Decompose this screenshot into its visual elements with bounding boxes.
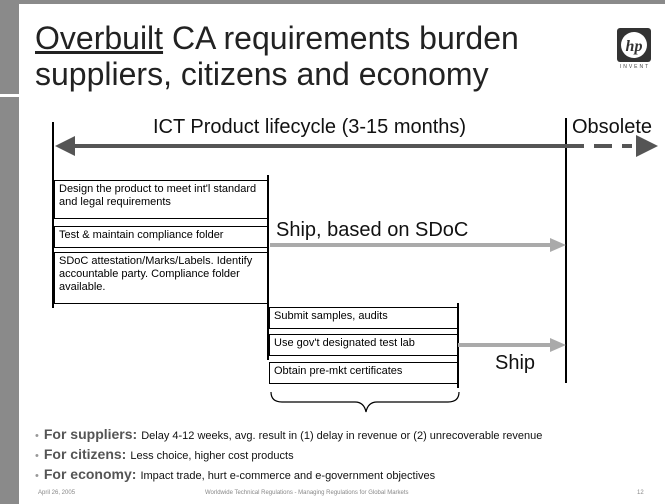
- mid-box-submit: Submit samples, audits: [269, 307, 458, 329]
- mid-box-testlab: Use gov't designated test lab: [269, 334, 458, 356]
- logo-tagline: INVENT: [619, 64, 651, 70]
- left-box-test: Test & maintain compliance folder: [54, 226, 268, 248]
- title-underlined-word: Overbuilt: [35, 20, 164, 56]
- top-border: [19, 0, 665, 4]
- mid-box-certificates: Obtain pre-mkt certificates: [269, 362, 458, 384]
- bullet-citizens: • For citizens:Less choice, higher cost p…: [35, 446, 294, 462]
- ship-sdoc-label: Ship, based on SDoC: [276, 219, 469, 241]
- brace-shape: [270, 391, 460, 413]
- bullet-label: For economy:: [43, 466, 137, 482]
- ship-arrow-head: [550, 338, 566, 352]
- bullet-dot: •: [35, 450, 39, 462]
- ship-label: Ship: [495, 352, 536, 374]
- sidebar-stripe: [0, 94, 19, 97]
- slide-title: Overbuilt CA requirements burden supplie…: [35, 20, 575, 92]
- bullet-dot: •: [35, 470, 39, 482]
- bullet-text: Impact trade, hurt e-commerce and e-gove…: [140, 470, 436, 482]
- bullet-dot: •: [35, 430, 39, 442]
- footer-title: Worldwide Technical Regulations - Managi…: [205, 490, 409, 496]
- svg-text:hp: hp: [626, 38, 643, 55]
- bullet-suppliers: • For suppliers:Delay 4-12 weeks, avg. re…: [35, 426, 542, 442]
- lifecycle-arrow-left-head: [55, 136, 75, 156]
- hp-logo-icon: hp: [617, 28, 651, 62]
- bullet-text: Less choice, higher cost products: [130, 450, 294, 462]
- title-line2: suppliers, citizens and economy: [35, 56, 489, 92]
- obsolete-label: Obsolete: [572, 116, 653, 138]
- footer-page-number: 12: [637, 490, 644, 496]
- bullet-economy: • For economy:Impact trade, hurt e-commer…: [35, 466, 435, 482]
- left-box-design: Design the product to meet int'l standar…: [54, 180, 268, 219]
- left-box-sdoc: SDoC attestation/Marks/Labels. Identify …: [54, 252, 268, 304]
- ship-sdoc-arrow-head: [550, 238, 566, 252]
- bullet-label: For citizens:: [43, 446, 127, 462]
- footer-date: April 26, 2005: [38, 490, 76, 496]
- obsolete-arrow-head: [636, 135, 658, 157]
- sidebar-decoration: [0, 0, 19, 504]
- bullet-label: For suppliers:: [43, 426, 138, 442]
- lifecycle-label: ICT Product lifecycle (3-15 months): [153, 116, 467, 138]
- bullet-text: Delay 4-12 weeks, avg. result in (1) del…: [141, 430, 543, 442]
- title-line1-rest: CA requirements burden: [163, 20, 519, 56]
